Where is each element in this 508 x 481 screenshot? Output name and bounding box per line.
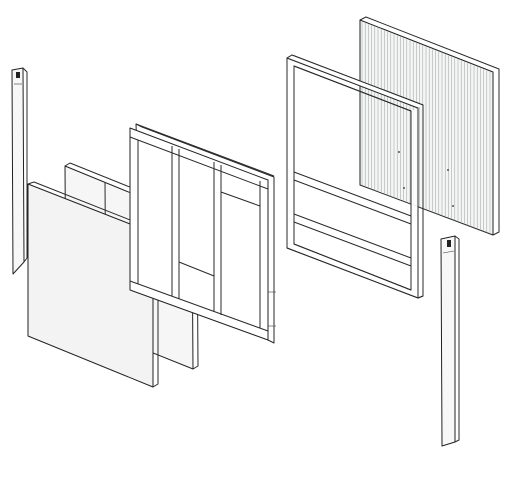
right-trim-notch [447, 240, 451, 247]
left-trim-notch [16, 72, 20, 78]
left-edge-trim [11, 67, 28, 275]
corrugated-glazing-panel [359, 16, 500, 236]
window-sash-frame [286, 54, 424, 299]
glazing-ribs [361, 21, 491, 234]
stud-wall-frame [129, 123, 276, 344]
right-edge-trim [440, 235, 460, 447]
